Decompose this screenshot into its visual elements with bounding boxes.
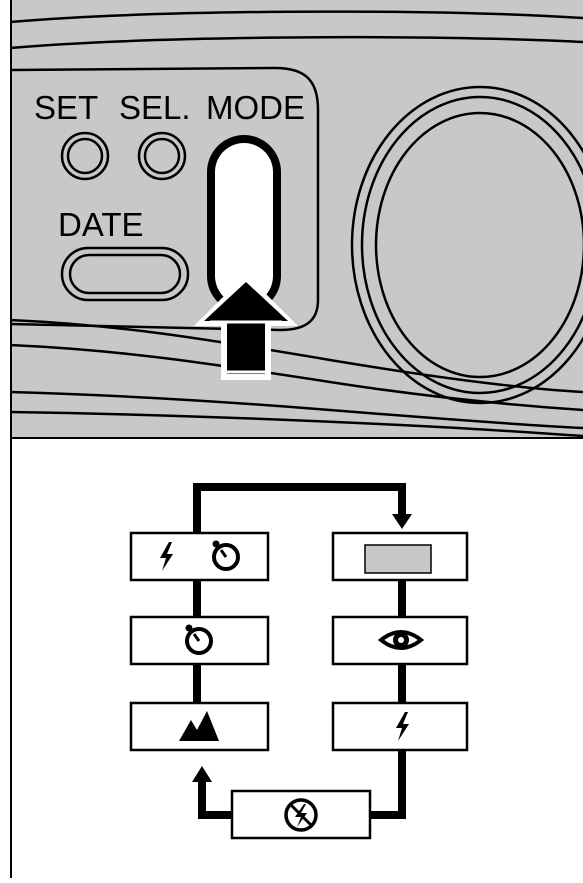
sel-button[interactable] [137, 131, 187, 181]
mode-box-flash-selftimer [129, 531, 270, 582]
cycle-connectors [193, 483, 406, 819]
selftimer-icon [212, 540, 240, 571]
blank-display-icon [364, 544, 432, 574]
set-label: SET [34, 89, 98, 126]
landscape-icon [179, 711, 219, 741]
mode-label: MODE [206, 89, 305, 126]
date-button[interactable] [60, 246, 190, 302]
sel-label: SEL. [119, 89, 191, 126]
mode-cycle-diagram [129, 483, 469, 840]
set-button[interactable] [60, 131, 110, 181]
date-label: DATE [58, 206, 144, 243]
mode-button[interactable] [207, 135, 281, 313]
flash-off-icon [284, 798, 318, 832]
up-arrow-icon [194, 274, 298, 380]
camera-panel: SET SEL. MODE DATE [10, 0, 583, 438]
mode-box-landscape [129, 701, 270, 752]
red-eye-icon [377, 630, 425, 650]
flash-icon [396, 712, 409, 741]
mode-box-flash-off [230, 789, 372, 840]
control-panel-recess [10, 66, 320, 332]
mode-box-flash [331, 701, 469, 752]
mode-box-red-eye [331, 615, 469, 666]
arrowhead-up [192, 766, 212, 782]
selftimer-icon [185, 624, 213, 655]
mode-box-selftimer [129, 615, 270, 666]
flash-icon [160, 542, 173, 571]
arrowhead-down [392, 514, 412, 529]
lens-bezel [350, 85, 583, 405]
mode-box-blank-display [331, 531, 469, 582]
